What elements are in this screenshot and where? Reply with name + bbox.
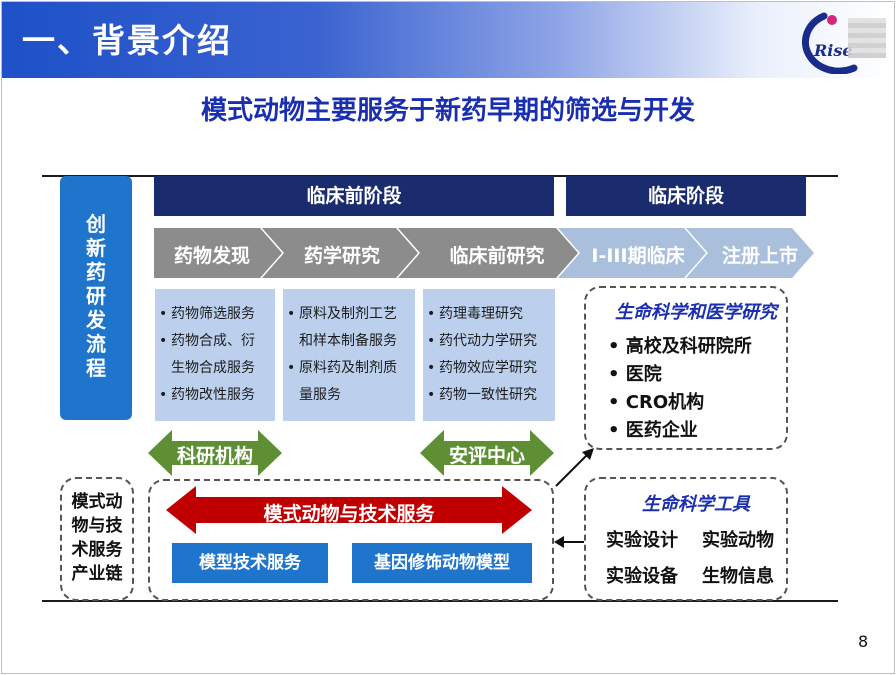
connector-arrows xyxy=(554,448,594,548)
company-logo: Rise xyxy=(801,12,858,74)
tool-item: 生物信息 xyxy=(702,566,774,587)
bottom-divider xyxy=(42,600,838,602)
safety-center-label: 安评中心 xyxy=(448,445,525,467)
bio-research-item: 医药企业 xyxy=(608,416,698,442)
services-pharma-research: 原料及制剂工艺 和样本制备服务 原料药及制剂质 量服务 xyxy=(283,289,415,421)
service-item-cont: 生物合成服务 xyxy=(171,360,255,376)
tool-item: 实验动物 xyxy=(702,530,774,551)
service-item: 药物合成、衍 xyxy=(155,328,275,355)
bio-research-title: 生命科学和医学研究 xyxy=(615,302,777,323)
phase-clinical: 临床阶段 xyxy=(566,176,806,216)
model-service-box xyxy=(148,479,554,601)
model-service-title: 模式动物与技术服务 xyxy=(263,503,435,525)
service-item: 药理毒理研究 xyxy=(423,301,555,328)
service-item: 药物效应学研究 xyxy=(423,355,555,382)
stage-label-2: 药学研究 xyxy=(303,245,380,267)
service-item: 药物一致性研究 xyxy=(423,382,555,409)
service-item: 药物改性服务 xyxy=(155,382,275,409)
stage-label-4: I-III期临床 xyxy=(591,245,685,267)
header-band xyxy=(2,2,894,78)
service-item: 原料及制剂工艺 xyxy=(283,301,415,328)
drug-dev-process-label: 创 新 药 研 发 流 程 xyxy=(60,176,132,420)
arrow-head-up xyxy=(582,448,594,460)
service-item: 原料药及制剂质 xyxy=(283,355,415,382)
industry-chain-box xyxy=(60,477,134,601)
stage-label-3: 临床前研究 xyxy=(449,245,545,267)
tool-item: 实验设备 xyxy=(606,566,678,587)
bio-research-item: 高校及科研院所 xyxy=(608,332,752,358)
model-service-arrow xyxy=(166,486,532,534)
slide-subtitle: 模式动物主要服务于新药早期的筛选与开发 xyxy=(200,96,695,126)
chevron-drug-discovery xyxy=(154,228,282,278)
chevron-clinical-trials xyxy=(558,228,706,278)
stage-label-1: 药物发现 xyxy=(173,245,250,267)
side-label-text: 创 新 药 研 发 流 程 xyxy=(86,212,106,380)
connector-up xyxy=(555,451,591,487)
safety-center-arrow xyxy=(420,430,554,476)
chevron-registration xyxy=(686,228,814,278)
stage-label-5: 注册上市 xyxy=(721,245,798,267)
research-institutions-arrow xyxy=(148,430,282,476)
gene-modified-model-button[interactable]: 基因修饰动物模型 xyxy=(352,543,532,583)
logo-text: Rise xyxy=(813,41,853,60)
service-item: 药代动力学研究 xyxy=(423,328,555,355)
logo-blur xyxy=(848,18,886,58)
chevron-preclinical-research xyxy=(398,228,578,278)
page-number: 8 xyxy=(858,632,869,651)
industry-chain-label: 模式动 物与技 术服务 产业链 xyxy=(71,492,123,584)
research-institutions-label: 科研机构 xyxy=(176,445,253,467)
chevron-pharma-research xyxy=(262,228,418,278)
arrow-head-left xyxy=(554,536,564,548)
services-drug-discovery: 药物筛选服务 药物合成、衍 生物合成服务 药物改性服务 xyxy=(155,289,275,421)
service-item-cont: 量服务 xyxy=(299,387,341,403)
tool-item: 实验设计 xyxy=(606,530,678,551)
services-preclinical-research: 药理毒理研究 药代动力学研究 药物效应学研究 药物一致性研究 xyxy=(423,289,555,421)
life-science-tools-box xyxy=(584,477,788,601)
life-science-tools-title: 生命科学工具 xyxy=(642,494,750,515)
service-item-cont: 和样本制备服务 xyxy=(299,333,397,349)
bio-research-box xyxy=(584,286,788,450)
bio-research-item: CRO机构 xyxy=(608,388,704,414)
bio-research-item: 医院 xyxy=(608,360,662,386)
section-title: 一、背景介绍 xyxy=(22,21,232,60)
service-item: 药物筛选服务 xyxy=(155,301,275,328)
model-tech-service-button[interactable]: 模型技术服务 xyxy=(172,543,328,583)
stage-chevrons xyxy=(154,228,814,278)
phase-preclinical: 临床前阶段 xyxy=(154,176,554,216)
